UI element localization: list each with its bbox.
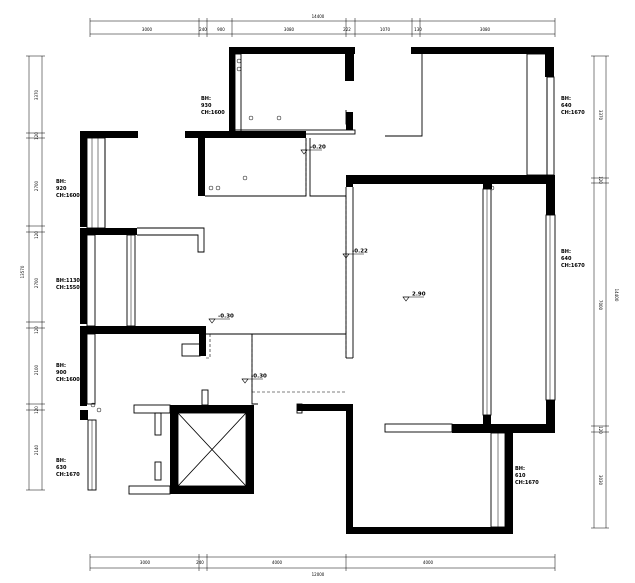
window-labels: BH:930CH:1600BH:640CH:1670BH:920CH:1600B…	[56, 96, 585, 486]
window-label-line: CH:1600	[201, 110, 225, 116]
left-dimension: 2700	[34, 277, 39, 288]
bottom-dimension: 4000	[272, 560, 283, 565]
window-label-line: BH:	[515, 466, 525, 472]
top-dimension: 3080	[480, 27, 491, 32]
right-dimension: 3370	[598, 110, 603, 121]
partitions	[86, 53, 556, 528]
level-marker: -0.30	[241, 374, 267, 384]
left-dimension: 120	[34, 132, 39, 140]
level-value: -0.30	[251, 374, 267, 380]
level-value: -0.20	[310, 145, 326, 151]
window-label-line: BH:	[56, 458, 66, 464]
level-value: 2.90	[412, 292, 426, 298]
window-label-line: CH:1600	[56, 193, 80, 199]
top-dimension: 240	[199, 27, 207, 32]
level-marker: -0.30	[208, 314, 234, 324]
bottom-dimension: 3000	[140, 560, 151, 565]
window-label-line: CH:1670	[561, 263, 585, 269]
bottom-dimension: 240	[196, 560, 204, 565]
level-value: -0.22	[352, 249, 368, 255]
top-dimension: 222	[343, 27, 351, 32]
window-label-line: BH:	[561, 96, 571, 102]
left-dimension: 3370	[34, 89, 39, 100]
top-dimension: 1070	[380, 27, 391, 32]
bottom-total-dimension: 12000	[312, 572, 325, 577]
left-dimension: 120	[34, 326, 39, 334]
right-dimension: 7000	[598, 300, 603, 311]
level-marker: -0.22	[342, 249, 368, 259]
bottom-dimension: 4000	[423, 560, 434, 565]
right-dimension: 120	[598, 426, 603, 434]
window-label-line: CH:1550	[56, 285, 80, 291]
top-total-dimension: 14400	[312, 14, 325, 19]
level-markers: -0.20 -0.22 2.90 -0.30 -0.30	[208, 145, 426, 384]
left-dimension: 2700	[34, 180, 39, 191]
window-label-line: 640	[561, 103, 572, 109]
window-label-line: 610	[515, 473, 526, 479]
window-label-line: BH:1130	[56, 278, 80, 284]
window-label-line: BH:	[201, 96, 211, 102]
right-total-dimension: 14400	[614, 289, 619, 302]
window-label-line: 900	[56, 370, 67, 376]
top-dimension: 900	[217, 27, 225, 32]
level-value: -0.30	[218, 314, 234, 320]
left-dimension: 120	[34, 406, 39, 414]
left-dimension: 2100	[34, 364, 39, 375]
level-marker: 2.90	[402, 292, 426, 302]
window-label-line: 640	[561, 256, 572, 262]
left-total-dimension: 13570	[20, 265, 25, 278]
window-label-line: BH:	[56, 363, 66, 369]
dimension-lines: 14400 12000 13570 14400 3000 240 900 3080 22…	[20, 14, 619, 577]
right-dimension: 3030	[598, 475, 603, 486]
window-label-line: CH:1600	[56, 377, 80, 383]
top-dimension: 3000	[142, 27, 153, 32]
window-label-line: CH:1670	[561, 110, 585, 116]
window-label-line: 920	[56, 186, 67, 192]
top-dimension: 3080	[284, 27, 295, 32]
right-dimension: 120	[598, 176, 603, 184]
window-label-line: 630	[56, 465, 67, 471]
top-dimension: 130	[414, 27, 422, 32]
window-label-line: CH:1670	[56, 472, 80, 478]
level-marker: -0.20	[300, 145, 326, 155]
left-dimension: 2140	[34, 444, 39, 455]
window-label-line: 930	[201, 103, 212, 109]
window-label-line: BH:	[561, 249, 571, 255]
window-label-line: CH:1670	[515, 480, 539, 486]
window-label-line: BH:	[56, 179, 66, 185]
left-dimension: 120	[34, 231, 39, 239]
walls	[80, 47, 555, 534]
